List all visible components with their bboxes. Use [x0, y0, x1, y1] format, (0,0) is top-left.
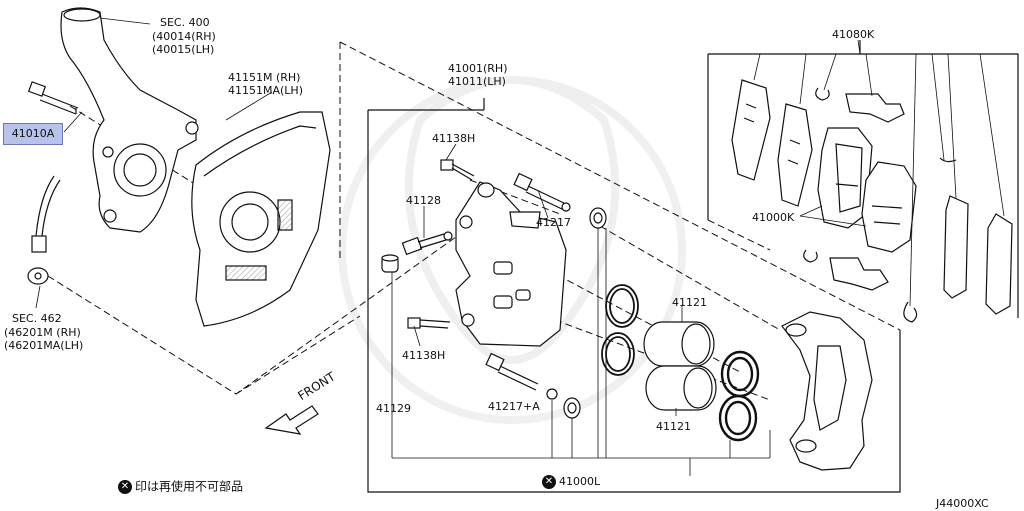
label-41129[interactable]: 41129 [376, 402, 411, 415]
label-40015[interactable]: (40015(LH) [152, 43, 215, 56]
brake-pad-shim-outer [731, 79, 771, 181]
front-arrow-icon [264, 405, 319, 435]
label-46201M[interactable]: (46201M (RH) [4, 326, 81, 339]
caliper-body [455, 181, 567, 347]
piston-boot-bottom [718, 394, 758, 442]
piston-seal-top [605, 284, 639, 328]
bleeder-screw-41128 [401, 231, 453, 256]
label-sec400[interactable]: SEC. 400 [160, 16, 210, 29]
piston-bottom [645, 365, 717, 411]
circled-x-icon: ✕ [542, 475, 556, 489]
label-46201MA[interactable]: (46201MA(LH) [4, 339, 84, 352]
steering-knuckle [60, 7, 199, 233]
label-41138H-bottom[interactable]: 41138H [402, 349, 446, 362]
wear-indicator-shims [903, 157, 1013, 323]
diagram-code: J44000XC [936, 497, 989, 510]
label-41151MA[interactable]: 41151MA(LH) [228, 84, 303, 97]
piston-seal-bottom [601, 332, 635, 376]
label-sec462[interactable]: SEC. 462 [12, 312, 62, 325]
piston-top [643, 321, 715, 367]
piston-boot-top [720, 350, 760, 398]
brake-hose [27, 175, 61, 285]
caliper-bracket [781, 311, 873, 471]
dust-shield [191, 111, 331, 327]
legend-not-reusable: ✕印は再使用不可部品 [118, 480, 243, 494]
circled-x-icon: ✕ [118, 480, 132, 494]
label-41217A[interactable]: 41217+A [488, 400, 540, 413]
label-41151M[interactable]: 41151M (RH) [228, 71, 301, 84]
brake-pad-outer [817, 127, 873, 229]
label-41000L[interactable]: ✕41000L [542, 475, 600, 489]
bolt-41138H-bottom [407, 317, 451, 329]
pin-boot-top [589, 207, 607, 229]
label-41121-top[interactable]: 41121 [672, 296, 707, 309]
bleeder-cap-41129 [381, 254, 399, 273]
leader-lines [35, 17, 1005, 476]
bolt-41010A [27, 81, 79, 115]
caliper-assembly-box [367, 98, 901, 493]
legend-text: 印は再使用不可部品 [135, 479, 244, 494]
label-41121-bottom[interactable]: 41121 [656, 420, 691, 433]
label-41217[interactable]: 41217 [536, 216, 571, 229]
brake-pad-inner [861, 161, 917, 253]
brake-pad-shim-inner [777, 103, 813, 207]
pin-41217 [513, 172, 571, 212]
label-41001[interactable]: 41001(RH) [448, 62, 508, 75]
label-41128[interactable]: 41128 [406, 194, 441, 207]
pin-41217A [485, 352, 558, 400]
watermark-logo [338, 76, 686, 424]
label-41138H-top[interactable]: 41138H [432, 132, 476, 145]
label-40014[interactable]: (40014(RH) [152, 30, 216, 43]
label-41000K[interactable]: 41000K [752, 211, 795, 224]
bolt-41138H-top [440, 159, 475, 181]
label-41011[interactable]: 41011(LH) [448, 75, 506, 88]
pin-boot-bottom [563, 397, 581, 419]
highlighted-part-41010A[interactable]: 41010A [3, 123, 63, 145]
label-41010A: 41010A [11, 127, 55, 140]
label-41000L-text: 41000L [559, 475, 601, 488]
pad-retainer-clips [803, 87, 905, 291]
label-41080K[interactable]: 41080K [832, 28, 875, 41]
